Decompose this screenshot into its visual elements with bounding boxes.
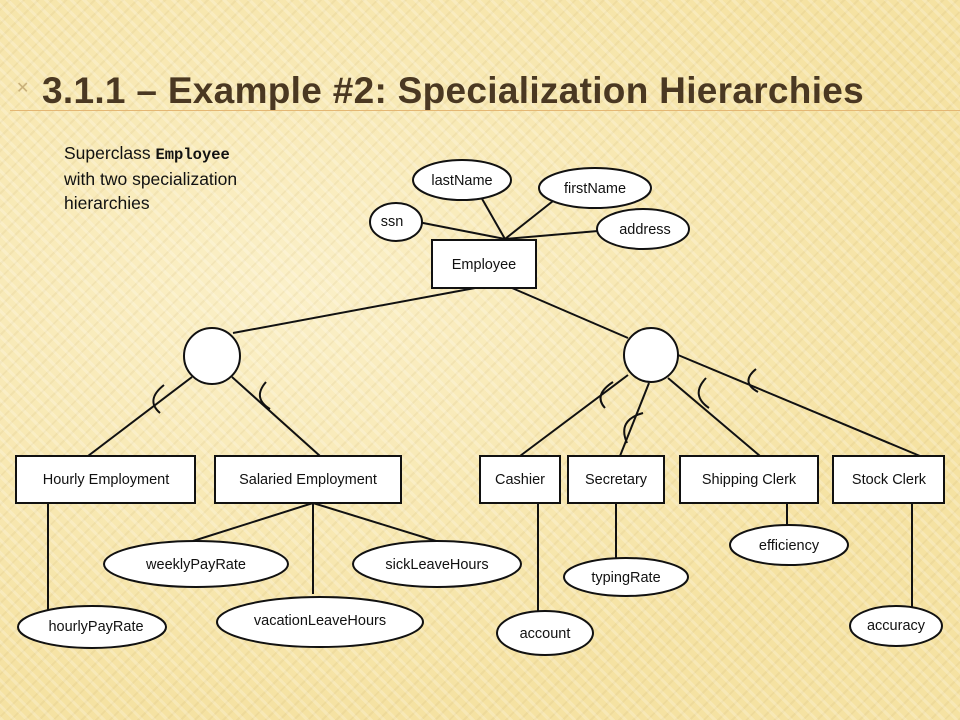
attr-weeklypayrate: weeklyPayRate (145, 557, 246, 573)
title-bullet-icon: ✕ (16, 80, 30, 97)
attr-firstname: firstName (564, 181, 626, 197)
attr-ssn: ssn (381, 214, 404, 230)
subclass-stock-clerk: Stock Clerk (852, 472, 927, 488)
attr-hourlypayrate: hourlyPayRate (48, 619, 143, 635)
superclass-employee: Employee (452, 257, 516, 273)
caption: Superclass Employee with two specializat… (64, 141, 314, 215)
subclass-cashier: Cashier (495, 472, 545, 488)
caption-tail: with two specialization hierarchies (64, 169, 238, 213)
subclass-salaried-employment: Salaried Employment (239, 472, 377, 488)
caption-code: Employee (155, 146, 230, 164)
slide-title: 3.1.1 – Example #2: Specialization Hiera… (42, 70, 865, 111)
subclass-hourly-employment: Hourly Employment (43, 472, 170, 488)
attr-lastname: lastName (431, 173, 492, 189)
attr-accuracy: accuracy (867, 618, 926, 634)
attr-vacationleavehours: vacationLeaveHours (254, 613, 386, 629)
attr-sickleavehours: sickLeaveHours (385, 557, 488, 573)
attr-efficiency: efficiency (759, 538, 820, 554)
attr-account: account (520, 626, 571, 642)
title-underline (10, 110, 960, 111)
subclass-shipping-clerk: Shipping Clerk (702, 472, 797, 488)
caption-lead: Superclass (64, 143, 156, 163)
subclass-secretary: Secretary (585, 472, 648, 488)
attr-typingrate: typingRate (591, 570, 660, 586)
attr-address: address (619, 222, 671, 238)
